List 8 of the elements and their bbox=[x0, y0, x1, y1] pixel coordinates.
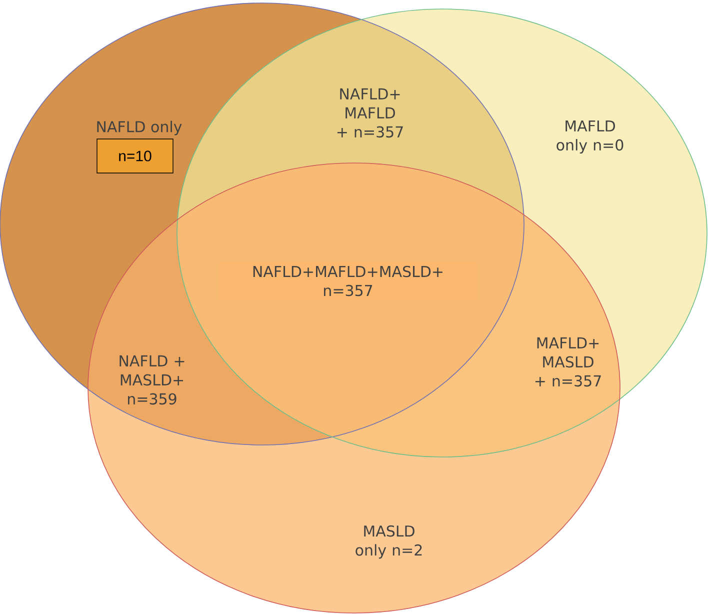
region-label: NAFLD+ MAFLD + n=357 bbox=[337, 88, 403, 138]
region-label: MAFLD+ MASLD + n=357 bbox=[535, 337, 601, 387]
count-box: n=10 bbox=[96, 138, 174, 174]
region-label: MASLD only n=2 bbox=[356, 525, 422, 559]
region-label: NAFLD + MASLD+ n=359 bbox=[120, 355, 184, 405]
region-label: MAFLD only n=0 bbox=[556, 120, 624, 154]
region-label: NAFLD only bbox=[97, 120, 182, 136]
highlight-box: NAFLD+MAFLD+MASLD+ n=357 bbox=[219, 262, 477, 300]
